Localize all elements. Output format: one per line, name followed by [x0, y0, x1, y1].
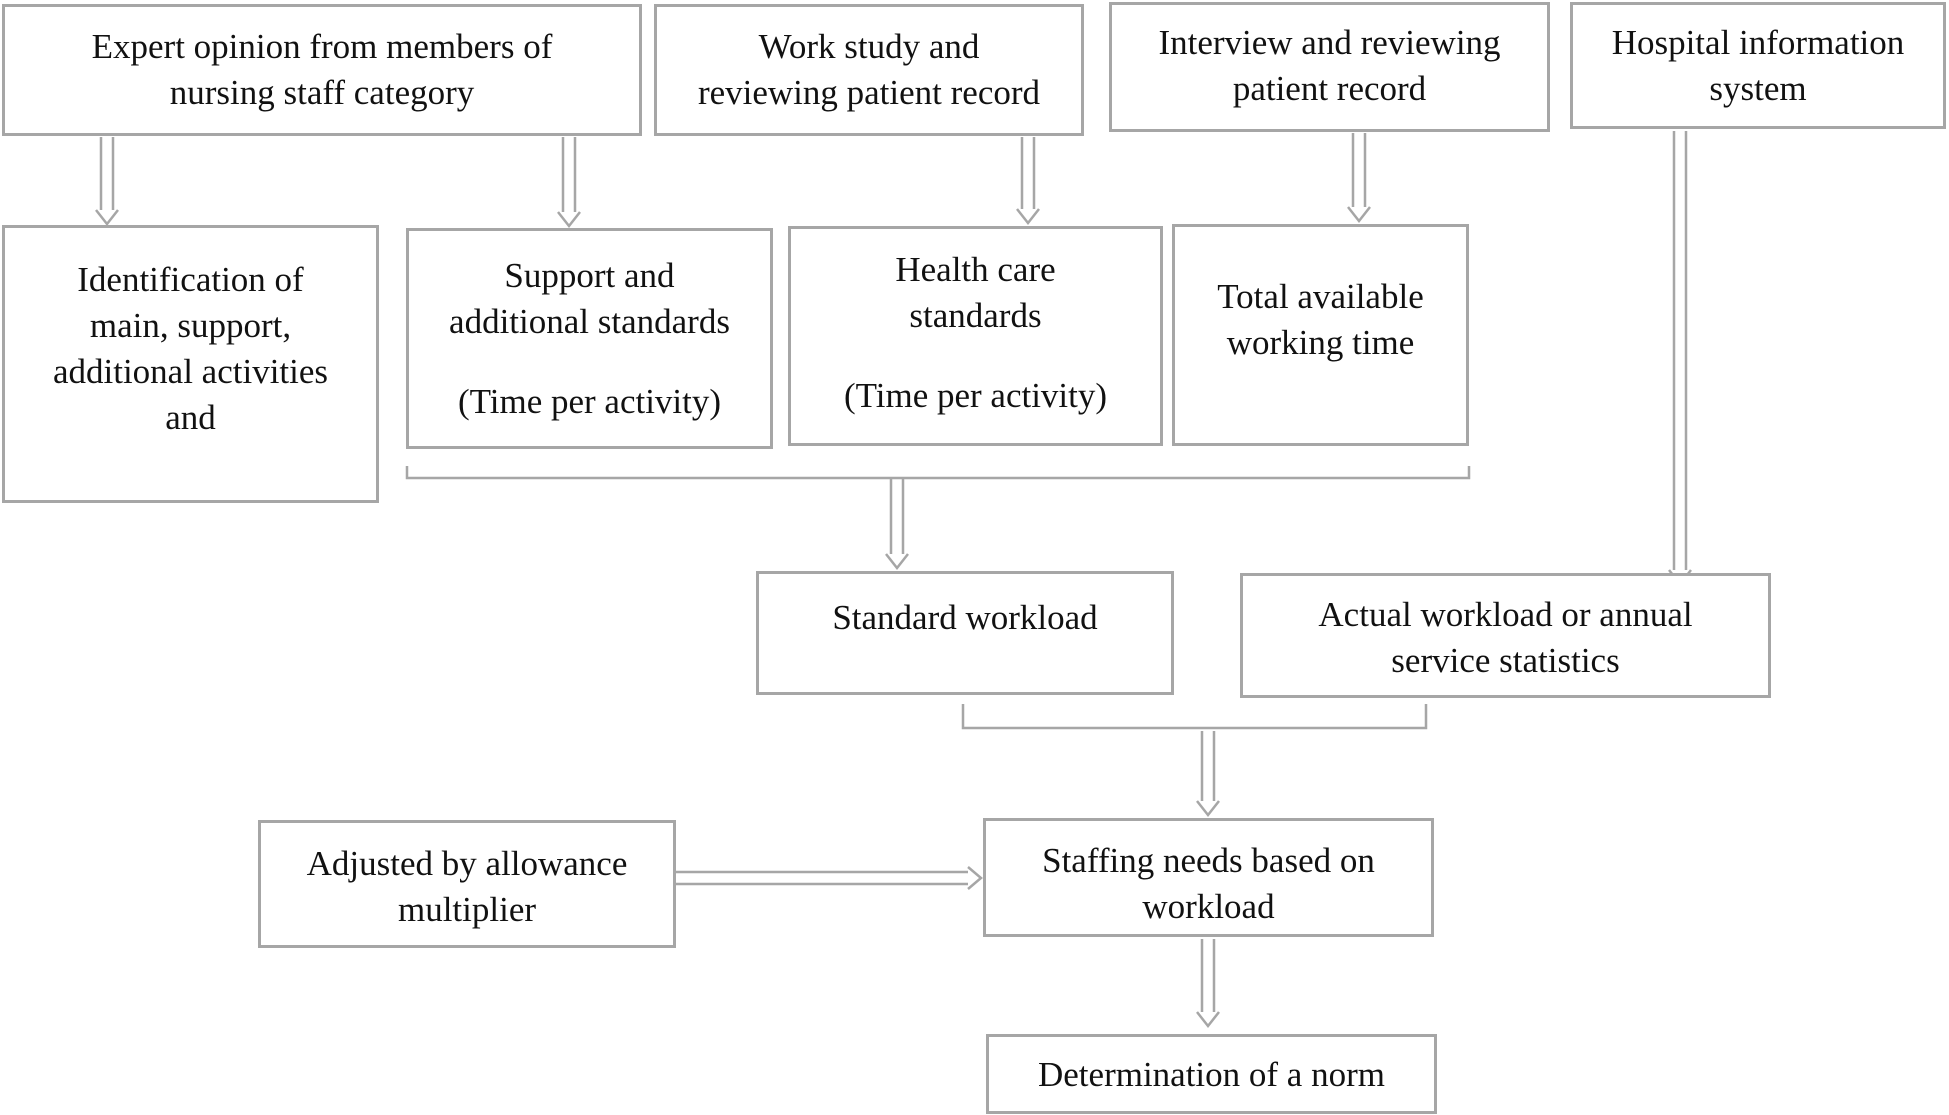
- arrow-allowance-to-staffing-needs: [676, 866, 983, 890]
- bracket-workload-group: [961, 704, 1428, 730]
- interview-line-1: Interview and reviewing: [1158, 23, 1501, 62]
- support-standards-box: Support and additional standards (Time p…: [406, 228, 773, 449]
- health-care-standards-box: Health care standards (Time per activity…: [788, 226, 1163, 446]
- staffing-needs-box: Staffing needs based on workload: [983, 818, 1434, 937]
- interview-line-2: patient record: [1232, 69, 1427, 108]
- health-standards-spacer: [791, 339, 1160, 373]
- arrow-bracket-to-standard-workload: [885, 477, 909, 571]
- staffing-needs-line-2: workload: [1142, 887, 1275, 926]
- health-standards-line-1: Health care: [895, 250, 1056, 289]
- expert-opinion-box: Expert opinion from members of nursing s…: [2, 4, 642, 136]
- staffing-needs-line-1: Staffing needs based on: [1042, 841, 1375, 880]
- interview-box: Interview and reviewing patient record: [1109, 2, 1550, 132]
- arrow-interview-to-working-time: [1347, 133, 1371, 224]
- activities-line-1: Identification of: [77, 260, 304, 299]
- support-standards-line-2: additional standards: [449, 302, 730, 341]
- bracket-standards-group: [405, 466, 1471, 480]
- arrow-his-to-actual-workload: [1668, 131, 1692, 587]
- available-working-time-box: Total available working time: [1172, 224, 1469, 446]
- arrow-expert-to-identification: [95, 137, 119, 227]
- arrow-staffing-to-norm: [1196, 939, 1220, 1029]
- health-standards-line-2: standards: [909, 296, 1042, 335]
- allowance-line-1: Adjusted by allowance: [306, 844, 628, 883]
- expert-opinion-line-1: Expert opinion from members of: [91, 27, 553, 66]
- health-standards-time-per-activity: (Time per activity): [843, 376, 1108, 415]
- hospital-information-system-box: Hospital information system: [1570, 2, 1946, 129]
- his-line-1: Hospital information: [1611, 23, 1905, 62]
- actual-workload-box: Actual workload or annual service statis…: [1240, 573, 1771, 698]
- arrow-workstudy-to-health-standards: [1016, 137, 1040, 226]
- arrow-expert-to-support-standards: [557, 137, 581, 229]
- arrow-bracket-to-staffing-needs: [1196, 731, 1220, 818]
- work-study-line-2: reviewing patient record: [697, 73, 1041, 112]
- standard-workload-box: Standard workload: [756, 571, 1174, 695]
- activities-line-3: additional activities: [52, 352, 329, 391]
- work-study-box: Work study and reviewing patient record: [654, 4, 1084, 136]
- norm-determination-box: Determination of a norm: [986, 1034, 1437, 1114]
- activities-line-2: main, support,: [89, 306, 292, 345]
- working-time-line-2: working time: [1226, 323, 1415, 362]
- his-line-2: system: [1709, 69, 1807, 108]
- support-standards-spacer: [409, 345, 770, 379]
- allowance-line-2: multiplier: [397, 890, 537, 929]
- allowance-multiplier-box: Adjusted by allowance multiplier: [258, 820, 676, 948]
- support-standards-line-1: Support and: [504, 256, 675, 295]
- work-study-line-1: Work study and: [758, 27, 980, 66]
- norm-determination-label: Determination of a norm: [1038, 1055, 1385, 1094]
- standard-workload-label: Standard workload: [832, 598, 1098, 637]
- actual-workload-line-2: service statistics: [1391, 641, 1620, 680]
- activities-identification-box: Identification of main, support, additio…: [2, 225, 379, 503]
- working-time-line-1: Total available: [1217, 277, 1424, 316]
- activities-line-4: and: [165, 398, 216, 437]
- expert-opinion-line-2: nursing staff category: [169, 73, 475, 112]
- actual-workload-line-1: Actual workload or annual: [1318, 595, 1693, 634]
- support-standards-time-per-activity: (Time per activity): [457, 382, 722, 421]
